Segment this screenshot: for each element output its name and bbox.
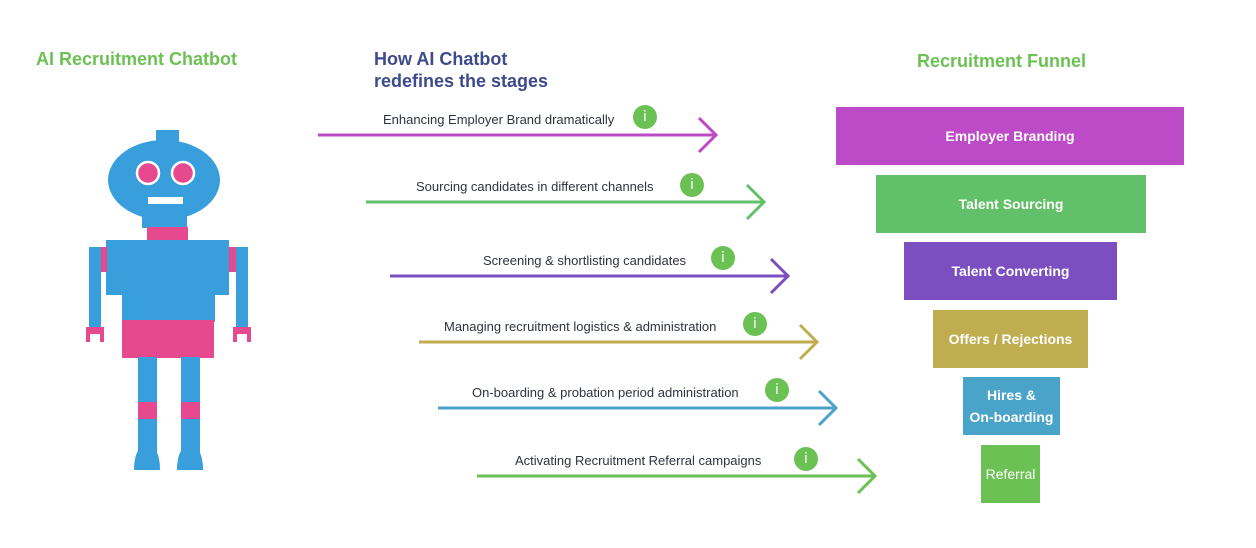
robot-right-eye	[170, 160, 196, 186]
robot-skirt	[122, 320, 214, 358]
robot-left-eye	[135, 160, 161, 186]
chatbot-title: AI Recruitment Chatbot	[36, 49, 238, 69]
robot-left-knee	[138, 402, 157, 419]
funnel-title: Recruitment Funnel	[917, 51, 1087, 71]
info-icon[interactable]: i	[680, 173, 704, 197]
robot-left-foot	[134, 445, 160, 470]
stage-label: Managing recruitment logistics & adminis…	[444, 319, 717, 334]
stage-label: Screening & shortlisting candidates	[483, 253, 687, 268]
stage-label: Enhancing Employer Brand dramatically	[383, 112, 615, 127]
stage-label: Activating Recruitment Referral campaign…	[515, 453, 762, 468]
robot-torso	[106, 240, 229, 295]
robot-right-hand	[233, 327, 251, 342]
stage-arrow	[438, 389, 839, 427]
funnel-stage-label: Employer Branding	[945, 125, 1074, 147]
arrow-head-icon	[798, 323, 820, 361]
robot-icon	[86, 130, 251, 470]
funnel-label-line: Talent Converting	[951, 263, 1070, 279]
funnel-label-line: Hires &	[986, 387, 1037, 403]
robot-right-arm	[236, 247, 248, 329]
robot-jaw	[142, 200, 187, 228]
robot-right-foot	[177, 445, 203, 470]
arrow-head-icon	[745, 183, 767, 221]
robot-right-knee	[181, 402, 200, 419]
robot-neck	[147, 227, 188, 241]
funnel-label-line: Referral	[985, 466, 1036, 482]
robot-head	[108, 140, 220, 220]
funnel-stage: Talent Converting	[904, 242, 1117, 300]
funnel-stage-label: Talent Converting	[952, 260, 1070, 282]
robot-mouth	[148, 197, 183, 204]
info-icon[interactable]: i	[765, 378, 789, 402]
stages-title-line2: redefines the stages	[374, 71, 549, 91]
robot-right-shoulder	[229, 247, 237, 272]
funnel-stage: Hires & On-boarding	[963, 377, 1060, 435]
funnel-label-line: On-boarding	[969, 409, 1054, 425]
robot-torso-lower	[122, 290, 215, 322]
stages-title-line1: How AI Chatbot	[374, 49, 508, 69]
arrow-head-icon	[856, 457, 878, 495]
arrow-head-icon	[769, 257, 791, 295]
funnel-stage-label: Referral	[986, 463, 1036, 485]
stages-title: How AI Chatbot redefines the stages	[374, 48, 548, 92]
funnel-stage: Offers / Rejections	[933, 310, 1088, 368]
robot-left-arm	[89, 247, 101, 329]
robot-left-shoulder	[99, 247, 107, 272]
funnel-label-line: Offers / Rejections	[948, 331, 1073, 347]
stage-label: On-boarding & probation period administr…	[472, 385, 739, 400]
funnel-stage: Employer Branding	[836, 107, 1184, 165]
stage-arrow	[390, 257, 791, 295]
info-icon[interactable]: i	[711, 246, 735, 270]
funnel-stage-label: Offers / Rejections	[949, 328, 1073, 350]
robot-illustration	[86, 130, 251, 470]
funnel-label-line: Employer Branding	[945, 128, 1075, 144]
stage-arrow	[419, 323, 820, 361]
funnel-stage: Referral	[981, 445, 1040, 503]
stage-arrow	[477, 457, 878, 495]
stage-arrow	[366, 183, 767, 221]
info-icon[interactable]: i	[794, 447, 818, 471]
funnel-stage: Talent Sourcing	[876, 175, 1146, 233]
info-icon[interactable]: i	[743, 312, 767, 336]
robot-left-hand	[86, 327, 104, 342]
funnel-label-line: Talent Sourcing	[958, 196, 1064, 212]
info-icon[interactable]: i	[633, 105, 657, 129]
funnel-stage-label: Talent Sourcing	[959, 193, 1064, 215]
arrow-head-icon	[697, 116, 719, 154]
funnel-stage-label: Hires & On-boarding	[970, 384, 1054, 428]
arrow-head-icon	[817, 389, 839, 427]
stage-arrow	[318, 116, 719, 154]
stage-label: Sourcing candidates in different channel…	[416, 179, 654, 194]
